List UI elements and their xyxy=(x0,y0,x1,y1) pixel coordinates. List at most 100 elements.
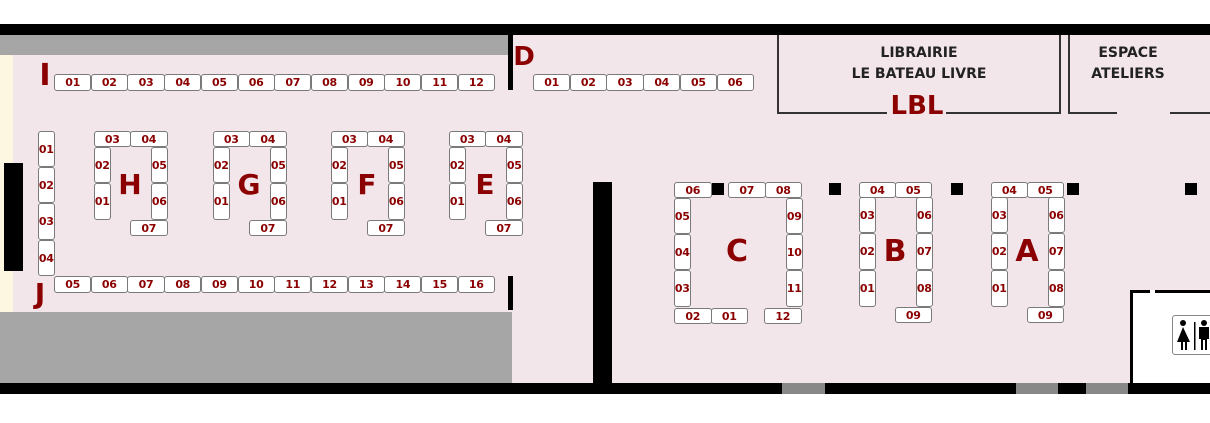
booth-j-02[interactable]: 02 xyxy=(38,167,55,203)
booth-b-08[interactable]: 08 xyxy=(916,270,933,307)
booth-h-04[interactable]: 04 xyxy=(130,131,168,147)
booth-d-06[interactable]: 06 xyxy=(716,74,754,91)
booth-b-06[interactable]: 06 xyxy=(916,197,933,233)
booth-i-10[interactable]: 10 xyxy=(384,74,422,91)
booth-h-02[interactable]: 02 xyxy=(94,147,111,183)
booth-h-01[interactable]: 01 xyxy=(94,183,111,220)
booth-i-07[interactable]: 07 xyxy=(274,74,312,91)
booth-b-09[interactable]: 09 xyxy=(895,307,932,323)
booth-i-09[interactable]: 09 xyxy=(347,74,385,91)
booth-d-02[interactable]: 02 xyxy=(569,74,607,91)
booth-j-16[interactable]: 16 xyxy=(457,276,495,293)
booth-c-07[interactable]: 07 xyxy=(728,182,766,198)
divider-wall xyxy=(508,276,513,310)
booth-j-07[interactable]: 07 xyxy=(127,276,165,293)
booth-b-03[interactable]: 03 xyxy=(859,197,876,233)
booth-a-03[interactable]: 03 xyxy=(991,197,1008,233)
booth-a-02[interactable]: 02 xyxy=(991,233,1008,270)
booth-e-05[interactable]: 05 xyxy=(506,147,523,183)
booth-f-07[interactable]: 07 xyxy=(367,220,405,236)
librairie-line1: LIBRAIRIE xyxy=(880,45,958,61)
booth-i-03[interactable]: 03 xyxy=(127,74,165,91)
booth-b-01[interactable]: 01 xyxy=(859,270,876,307)
booth-a-05[interactable]: 05 xyxy=(1027,182,1064,198)
booth-i-08[interactable]: 08 xyxy=(310,74,349,91)
booth-c-03[interactable]: 03 xyxy=(674,270,691,307)
booth-j-13[interactable]: 13 xyxy=(347,276,385,293)
booth-j-14[interactable]: 14 xyxy=(384,276,422,293)
booth-j-04[interactable]: 04 xyxy=(38,240,55,276)
booth-g-02[interactable]: 02 xyxy=(213,147,230,183)
booth-g-04[interactable]: 04 xyxy=(249,131,287,147)
booth-e-02[interactable]: 02 xyxy=(449,147,466,183)
booth-h-06[interactable]: 06 xyxy=(151,183,168,220)
booth-c-06[interactable]: 06 xyxy=(674,182,712,198)
booth-j-03[interactable]: 03 xyxy=(38,203,55,240)
booth-d-05[interactable]: 05 xyxy=(679,74,717,91)
booth-c-12[interactable]: 12 xyxy=(764,308,802,324)
booth-a-09[interactable]: 09 xyxy=(1027,307,1064,323)
booth-c-04[interactable]: 04 xyxy=(674,234,691,270)
booth-c-11[interactable]: 11 xyxy=(786,270,803,307)
booth-b-05[interactable]: 05 xyxy=(895,182,932,198)
booth-a-06[interactable]: 06 xyxy=(1048,197,1065,233)
booth-a-08[interactable]: 08 xyxy=(1048,270,1065,307)
booth-f-03[interactable]: 03 xyxy=(331,131,368,147)
booth-c-10[interactable]: 10 xyxy=(786,234,803,270)
booth-c-09[interactable]: 09 xyxy=(786,198,803,234)
booth-e-03[interactable]: 03 xyxy=(449,131,486,147)
section-label-e: E xyxy=(475,168,495,201)
booth-j-11[interactable]: 11 xyxy=(274,276,312,293)
booth-e-01[interactable]: 01 xyxy=(449,183,466,220)
booth-j-08[interactable]: 08 xyxy=(164,276,202,293)
booth-e-04[interactable]: 04 xyxy=(485,131,523,147)
booth-d-01[interactable]: 01 xyxy=(533,74,571,91)
booth-b-07[interactable]: 07 xyxy=(916,233,933,270)
ateliers-zone[interactable] xyxy=(1068,35,1210,113)
booth-j-06[interactable]: 06 xyxy=(90,276,128,293)
booth-i-12[interactable]: 12 xyxy=(457,74,495,91)
booth-a-07[interactable]: 07 xyxy=(1048,233,1065,270)
booth-g-01[interactable]: 01 xyxy=(213,183,230,220)
booth-j-10[interactable]: 10 xyxy=(237,276,275,293)
booth-g-05[interactable]: 05 xyxy=(270,147,287,183)
booth-h-03[interactable]: 03 xyxy=(94,131,131,147)
booth-f-04[interactable]: 04 xyxy=(367,131,405,147)
booth-f-01[interactable]: 01 xyxy=(331,183,348,220)
booth-i-05[interactable]: 05 xyxy=(200,74,238,91)
booth-f-05[interactable]: 05 xyxy=(388,147,405,183)
booth-g-06[interactable]: 06 xyxy=(270,183,287,220)
booth-i-04[interactable]: 04 xyxy=(164,74,202,91)
booth-j-09[interactable]: 09 xyxy=(200,276,238,293)
booth-h-05[interactable]: 05 xyxy=(151,147,168,183)
booth-e-06[interactable]: 06 xyxy=(506,183,523,220)
booth-i-02[interactable]: 02 xyxy=(90,74,128,91)
booth-g-07[interactable]: 07 xyxy=(249,220,287,236)
door-gap xyxy=(782,383,825,394)
booth-c-08[interactable]: 08 xyxy=(765,182,802,198)
booth-j-12[interactable]: 12 xyxy=(310,276,349,293)
booth-i-01[interactable]: 01 xyxy=(54,74,92,91)
booth-d-03[interactable]: 03 xyxy=(606,74,644,91)
booth-j-05[interactable]: 05 xyxy=(54,276,92,293)
booth-d-04[interactable]: 04 xyxy=(643,74,681,91)
booth-h-07[interactable]: 07 xyxy=(130,220,168,236)
booth-b-04[interactable]: 04 xyxy=(859,182,896,198)
librairie-zone[interactable] xyxy=(777,35,1061,113)
booth-i-11[interactable]: 11 xyxy=(421,74,459,91)
booth-c-02[interactable]: 02 xyxy=(674,308,712,324)
booth-j-15[interactable]: 15 xyxy=(421,276,459,293)
booth-f-02[interactable]: 02 xyxy=(331,147,348,183)
booth-a-01[interactable]: 01 xyxy=(991,270,1008,307)
booth-j-01[interactable]: 01 xyxy=(38,131,55,167)
booth-c-05[interactable]: 05 xyxy=(674,198,691,234)
booth-b-02[interactable]: 02 xyxy=(859,233,876,270)
booth-e-07[interactable]: 07 xyxy=(485,220,523,236)
booth-c-01[interactable]: 01 xyxy=(711,308,748,324)
door-gap xyxy=(1086,383,1128,394)
booth-a-04[interactable]: 04 xyxy=(991,182,1028,198)
ateliers-wall xyxy=(1068,112,1117,114)
booth-f-06[interactable]: 06 xyxy=(388,183,405,220)
booth-i-06[interactable]: 06 xyxy=(237,74,275,91)
booth-g-03[interactable]: 03 xyxy=(213,131,250,147)
